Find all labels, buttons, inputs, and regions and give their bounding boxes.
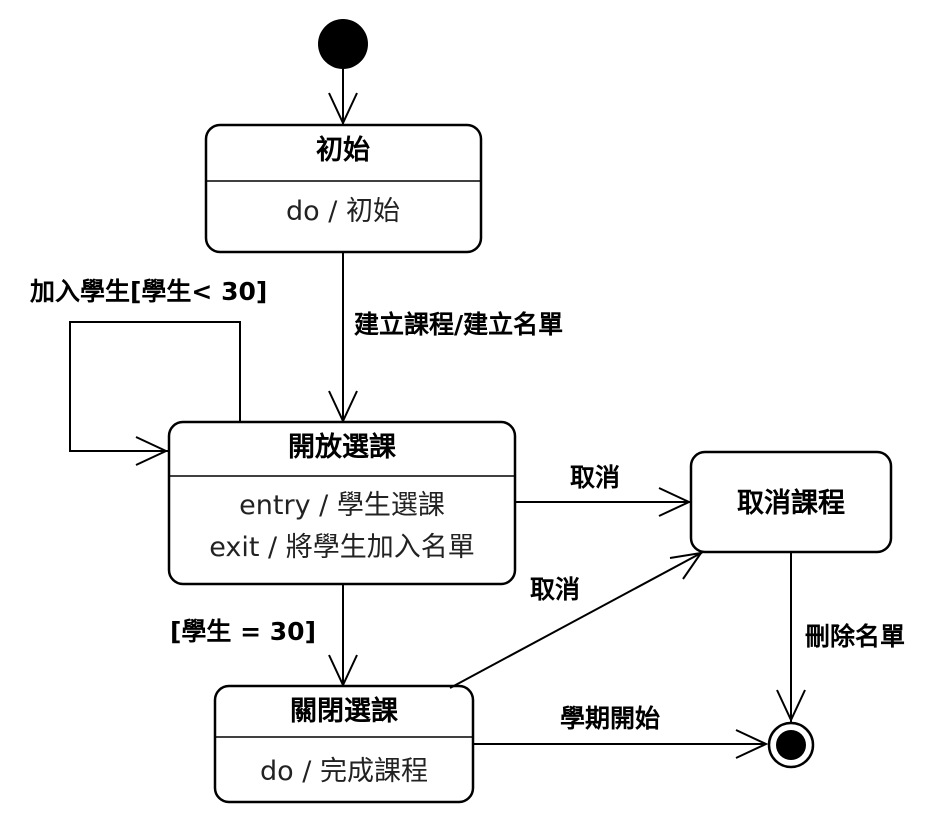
label-self-loop: 加入學生[學生< 30]	[29, 277, 267, 306]
transition-self-loop	[69, 321, 241, 452]
label-init-to-open: 建立課程/建立名單	[354, 310, 563, 339]
state-closed: 關閉選課 do / 完成課程	[213, 684, 475, 804]
final-state-node	[767, 721, 815, 769]
label-open-to-cancel: 取消	[570, 463, 620, 492]
label-open-to-closed: [學生 = 30]	[170, 617, 316, 646]
arrowhead-self-loop	[135, 436, 169, 466]
state-cancelled-name: 取消課程	[737, 487, 845, 519]
state-init-name: 初始	[316, 134, 370, 166]
state-closed-activity: do / 完成課程	[260, 756, 428, 787]
state-cancelled: 取消課程	[689, 450, 893, 554]
state-open-entry: entry / 學生選課	[239, 490, 445, 521]
state-closed-name: 關閉選課	[290, 695, 399, 727]
label-closed-to-final: 學期開始	[560, 704, 660, 733]
state-open-exit: exit / 將學生加入名單	[209, 532, 474, 563]
label-cancel-to-final: 刪除名單	[805, 622, 905, 651]
state-open-name: 開放選課	[288, 431, 397, 463]
arrowhead-initial-to-init	[328, 92, 358, 126]
state-open: 開放選課 entry / 學生選課 exit / 將學生加入名單	[167, 420, 517, 586]
initial-state-node	[318, 19, 368, 69]
state-init-activity: do / 初始	[286, 196, 400, 227]
arrowhead-closed-to-final	[735, 729, 769, 759]
arrowhead-cancel-to-final	[776, 689, 806, 723]
arrowhead-open-to-cancel	[658, 487, 692, 517]
arrowhead-closed-to-cancel	[669, 551, 704, 580]
transition-closed-to-cancel	[449, 551, 704, 689]
state-init: 初始 do / 初始	[204, 123, 483, 254]
label-closed-to-cancel: 取消	[530, 575, 580, 604]
